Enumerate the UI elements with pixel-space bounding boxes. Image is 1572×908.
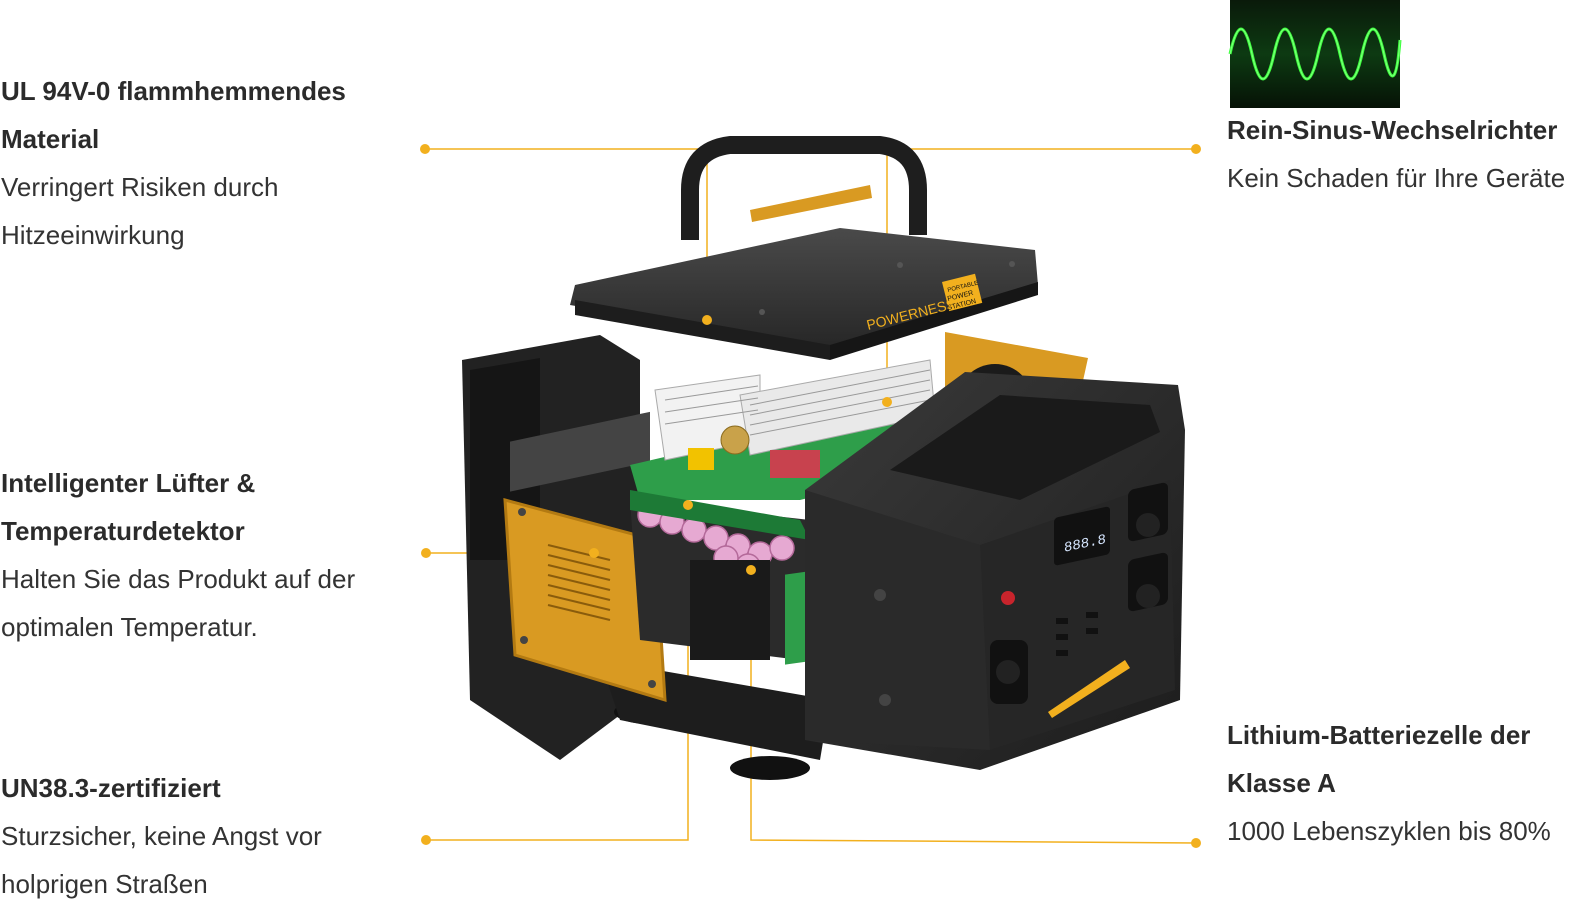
front-housing: 888.8 [805, 372, 1185, 770]
feature-title: Rein-Sinus-Wechselrichter [1227, 115, 1558, 145]
callout-dots [420, 144, 1201, 848]
feature-smart-fan: Intelligenter Lüfter & Temperaturdetekto… [1, 459, 411, 651]
feature-pure-sine-inverter: Rein-Sinus-Wechselrichter Kein Schaden f… [1227, 106, 1572, 202]
feature-lithium-cells: Lithium-Batteriezelle der Klasse A 1000 … [1227, 711, 1572, 855]
feature-description: Halten Sie das Produkt auf der optimalen… [1, 564, 356, 642]
feature-description: Verringert Risiken durch Hitzeeinwirkung [1, 172, 279, 250]
power-station: 888.8 [462, 136, 1185, 780]
top-lid: POWERNESS PORTABLE POWER STATION [570, 136, 1038, 360]
orange-side-panel [503, 498, 667, 703]
feature-title: UL 94V-0 flammhemmendes Material [1, 76, 346, 154]
feature-title: Lithium-Batteriezelle der Klasse A [1227, 720, 1531, 798]
feature-title: UN38.3-zertifiziert [1, 773, 221, 803]
feature-title: Intelligenter Lüfter & Temperaturdetekto… [1, 468, 256, 546]
feature-flame-retardant: UL 94V-0 flammhemmendes Material Verring… [1, 67, 411, 259]
feature-description: Sturzsicher, keine Angst vor holprigen S… [1, 821, 322, 899]
feature-un38-certified: UN38.3-zertifiziert Sturzsicher, keine A… [1, 764, 411, 908]
product-callout-dots [589, 315, 892, 575]
heatsinks [654, 359, 936, 478]
sine-waveform-image [1228, 0, 1402, 108]
feature-description: Kein Schaden für Ihre Geräte [1227, 163, 1566, 193]
feature-description: 1000 Lebenszyklen bis 80% [1227, 816, 1551, 846]
